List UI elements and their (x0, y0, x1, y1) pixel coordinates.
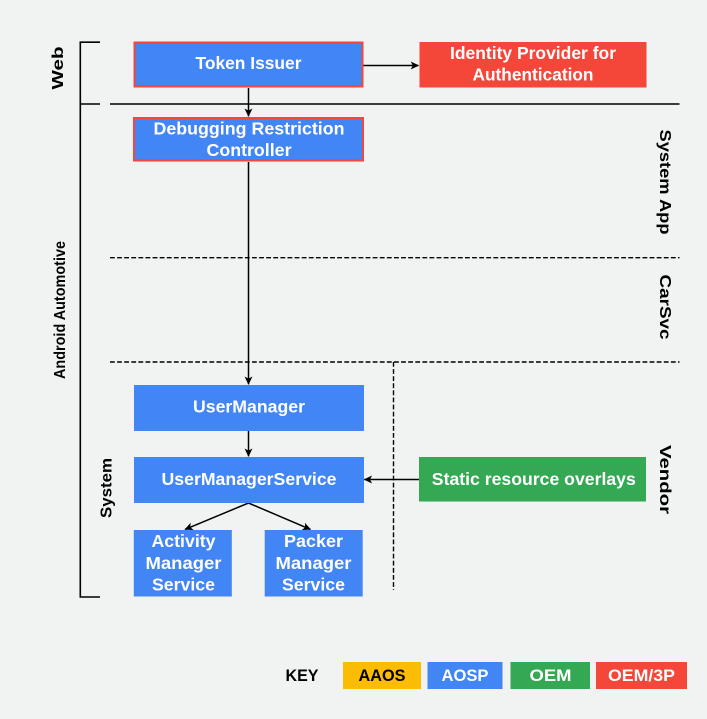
svg-text:Android Automotive: Android Automotive (52, 241, 69, 379)
svg-text:Manager: Manager (276, 553, 352, 573)
svg-text:Service: Service (152, 574, 215, 594)
svg-text:Vendor: Vendor (656, 445, 673, 514)
svg-text:CarSvc: CarSvc (656, 275, 673, 340)
svg-text:Activity: Activity (152, 531, 216, 551)
svg-text:Controller: Controller (207, 140, 292, 160)
svg-text:Token Issuer: Token Issuer (196, 53, 302, 73)
svg-text:KEY: KEY (286, 666, 320, 685)
svg-text:Web: Web (50, 46, 67, 89)
svg-text:Manager: Manager (146, 553, 222, 573)
svg-text:Packer: Packer (284, 531, 343, 551)
svg-text:Service: Service (282, 574, 345, 594)
svg-text:System: System (99, 458, 116, 518)
svg-text:UserManagerService: UserManagerService (162, 469, 337, 489)
svg-text:Static resource overlays: Static resource overlays (432, 469, 636, 489)
svg-text:Debugging Restriction: Debugging Restriction (154, 119, 345, 139)
svg-text:AOSP: AOSP (442, 666, 489, 685)
svg-text:OEM: OEM (530, 666, 572, 685)
svg-text:UserManager: UserManager (193, 396, 305, 416)
svg-text:System App: System App (656, 130, 673, 235)
svg-text:Identity Provider for: Identity Provider for (450, 43, 616, 63)
svg-text:Authentication: Authentication (473, 65, 594, 85)
svg-text:AAOS: AAOS (359, 666, 406, 685)
svg-text:OEM/3P: OEM/3P (608, 666, 675, 685)
